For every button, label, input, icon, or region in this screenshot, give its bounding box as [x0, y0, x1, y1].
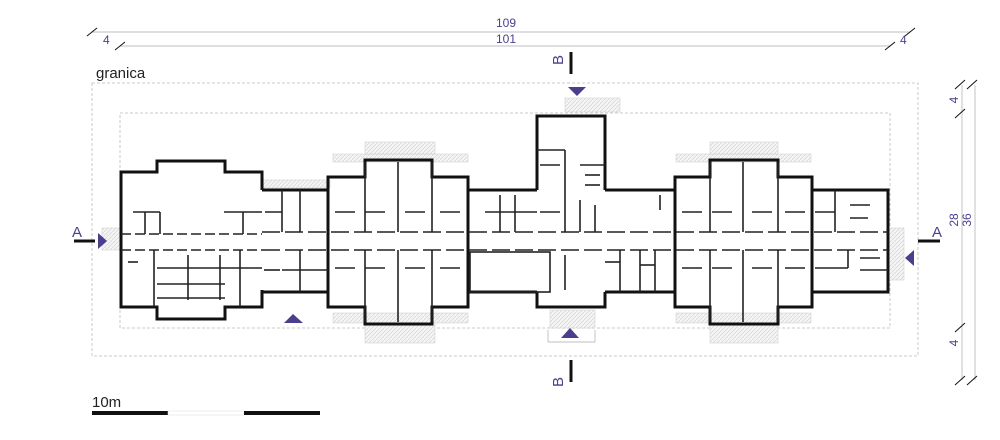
top-dimensions: 109 101 4 4 [86, 16, 916, 51]
section-arrow-icon [905, 250, 914, 266]
section-a-left-label: A [72, 224, 82, 241]
section-b-top: B [550, 52, 586, 96]
building-outline [119, 114, 890, 326]
section-a-left: A [72, 224, 107, 249]
entrance-arrow-icon [284, 314, 303, 323]
section-arrow-icon [98, 233, 107, 249]
dim-left-offset: 4 [103, 33, 110, 47]
dim-total-width: 109 [496, 16, 516, 30]
section-b-top-label: B [550, 55, 567, 65]
section-b-bottom-label: B [550, 377, 567, 387]
dim-right-offset: 4 [900, 33, 907, 47]
site-boundary [91, 82, 919, 357]
section-a-right: A [905, 224, 942, 266]
scale-label: 10m [92, 394, 121, 411]
scale-bar: 10m [92, 394, 320, 416]
boundary-label: granica [96, 65, 146, 82]
dim-bottom-offset: 4 [947, 339, 961, 346]
dim-building-depth: 28 [947, 213, 961, 227]
dim-top-offset: 4 [947, 96, 961, 103]
section-arrow-icon [561, 328, 579, 338]
dim-total-depth: 36 [960, 213, 974, 227]
section-b-bottom: B [547, 328, 596, 387]
right-dimensions: 4 28 36 4 [947, 79, 978, 386]
section-arrow-icon [568, 87, 586, 96]
dim-building-width: 101 [496, 32, 516, 46]
interior-walls [121, 149, 888, 322]
section-a-right-label: A [932, 224, 942, 241]
